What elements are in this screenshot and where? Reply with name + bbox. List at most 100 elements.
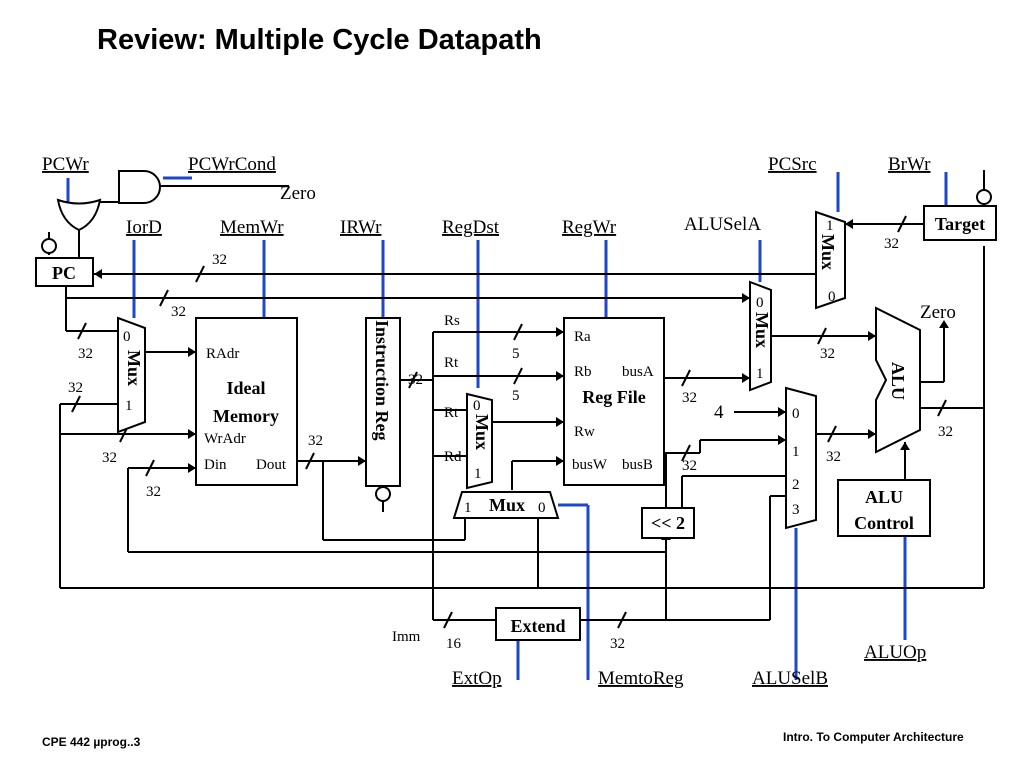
svg-text:Reg File: Reg File [582, 387, 645, 407]
signal-iord: IorD [126, 217, 162, 238]
svg-text:Rd: Rd [444, 449, 462, 465]
arrowhead-target [845, 219, 853, 229]
svg-text:Rt: Rt [444, 405, 459, 421]
svg-text:1: 1 [474, 466, 482, 482]
sign-extend: Extend [495, 607, 581, 641]
ir-clock-bubble [375, 486, 391, 502]
svg-text:busW: busW [572, 457, 608, 473]
arrowhead-pc [94, 269, 102, 279]
arrowhead-ra [556, 327, 564, 337]
or-gate [56, 198, 102, 232]
svg-text:busB: busB [622, 457, 653, 473]
svg-text:32: 32 [820, 346, 835, 362]
iord-mux-label: Mux [124, 350, 144, 386]
svg-text:Extend: Extend [510, 616, 565, 636]
arrowhead-alu-control [900, 442, 910, 450]
instruction-register: Instruction Reg [365, 317, 401, 487]
svg-text:Mux: Mux [752, 312, 772, 348]
arrowhead-four [778, 407, 786, 417]
aluselB-mux: 0 1 2 3 [785, 386, 817, 530]
arrowhead-rb [556, 371, 564, 381]
svg-text:Rt: Rt [444, 355, 459, 371]
svg-text:Mux: Mux [818, 234, 838, 270]
svg-text:0: 0 [828, 289, 836, 305]
signal-memwr: MemWr [220, 217, 284, 238]
arrowhead-ir [358, 456, 366, 466]
svg-text:busA: busA [622, 364, 654, 380]
svg-text:32: 32 [884, 236, 899, 252]
svg-text:ALU: ALU [888, 362, 908, 400]
svg-text:5: 5 [512, 346, 520, 362]
svg-text:0: 0 [538, 500, 546, 516]
svg-text:1: 1 [756, 366, 764, 382]
signal-irwr: IRWr [340, 217, 382, 238]
svg-text:<< 2: << 2 [651, 513, 685, 533]
svg-text:32: 32 [610, 636, 625, 652]
svg-text:32: 32 [212, 252, 227, 268]
and-gate [118, 170, 161, 204]
alu-control: ALU Control [837, 479, 931, 537]
arrowhead-alu-b [868, 429, 876, 439]
memtoreg-mux: 1 Mux 0 [452, 491, 560, 519]
signal-pcsrc: PCSrc [768, 154, 817, 175]
svg-text:32: 32 [682, 458, 697, 474]
svg-text:Ra: Ra [574, 329, 591, 345]
arrowhead-busa [742, 373, 750, 383]
port-labels: Rs Rt Rt Rd Imm Zero 4 Zero [280, 183, 956, 645]
svg-text:Zero: Zero [920, 302, 956, 323]
arrowhead-wradr [188, 429, 196, 439]
arrowhead-rw [556, 417, 564, 427]
svg-text:1: 1 [792, 444, 800, 460]
svg-text:1: 1 [826, 218, 834, 234]
svg-text:2: 2 [792, 477, 800, 493]
svg-text:32: 32 [102, 450, 117, 466]
svg-text:Memory: Memory [213, 406, 279, 426]
svg-text:Instruction Reg: Instruction Reg [372, 320, 392, 441]
svg-text:5: 5 [512, 388, 520, 404]
target-register: Target [923, 205, 997, 241]
signal-memtoreg: MemtoReg [598, 668, 684, 689]
arrowhead-alu-a [868, 331, 876, 341]
slide-title: Review: Multiple Cycle Datapath [97, 24, 542, 56]
signal-aluselA: ALUSelA [684, 214, 761, 235]
svg-text:32: 32 [682, 390, 697, 406]
footer-course: CPE 442 µprog..3 [42, 735, 141, 749]
regdst-mux: 0 Mux 1 [466, 392, 493, 490]
arrowhead-din [188, 463, 196, 473]
shift-left-2: << 2 [641, 507, 695, 539]
signal-pcwrcond: PCWrCond [188, 154, 276, 175]
svg-text:Rw: Rw [574, 424, 595, 440]
signal-pcwr: PCWr [42, 154, 89, 175]
svg-text:32: 32 [78, 346, 93, 362]
svg-text:ALU: ALU [865, 487, 903, 507]
register-file: Ra Rb busA Reg File Rw busW busB [563, 317, 665, 486]
arrowhead-busb [778, 435, 786, 445]
signal-aluselB: ALUSelB [752, 668, 828, 689]
pc-clock-bubble [41, 238, 57, 254]
signal-extop: ExtOp [452, 668, 502, 689]
svg-text:16: 16 [446, 636, 462, 652]
svg-text:Target: Target [935, 214, 985, 234]
svg-text:Mux: Mux [472, 414, 492, 450]
alu: ALU [875, 306, 921, 454]
svg-text:Zero: Zero [280, 183, 316, 204]
svg-text:0: 0 [473, 398, 481, 414]
svg-text:32: 32 [68, 380, 83, 396]
control-signal-labels: PCWr PCWrCond IorD MemWr IRWr RegDst Reg… [42, 154, 931, 689]
bus-width-ticks [71, 215, 947, 629]
svg-text:3: 3 [792, 502, 800, 518]
arrowhead-pc-to-alu-mux [742, 293, 750, 303]
svg-text:WrAdr: WrAdr [204, 431, 246, 447]
signal-brwr: BrWr [888, 154, 931, 175]
signal-aluop: ALUOp [864, 642, 926, 663]
pc-label: PC [52, 263, 76, 283]
iord-mux: 0 Mux 1 [117, 316, 146, 434]
svg-text:0: 0 [792, 406, 800, 422]
svg-text:32: 32 [171, 304, 186, 320]
svg-text:1: 1 [464, 500, 472, 516]
svg-text:Rs: Rs [444, 313, 460, 329]
pc-register: PC [35, 257, 94, 287]
svg-text:Ideal: Ideal [226, 378, 265, 398]
target-clock-bubble [976, 189, 992, 205]
